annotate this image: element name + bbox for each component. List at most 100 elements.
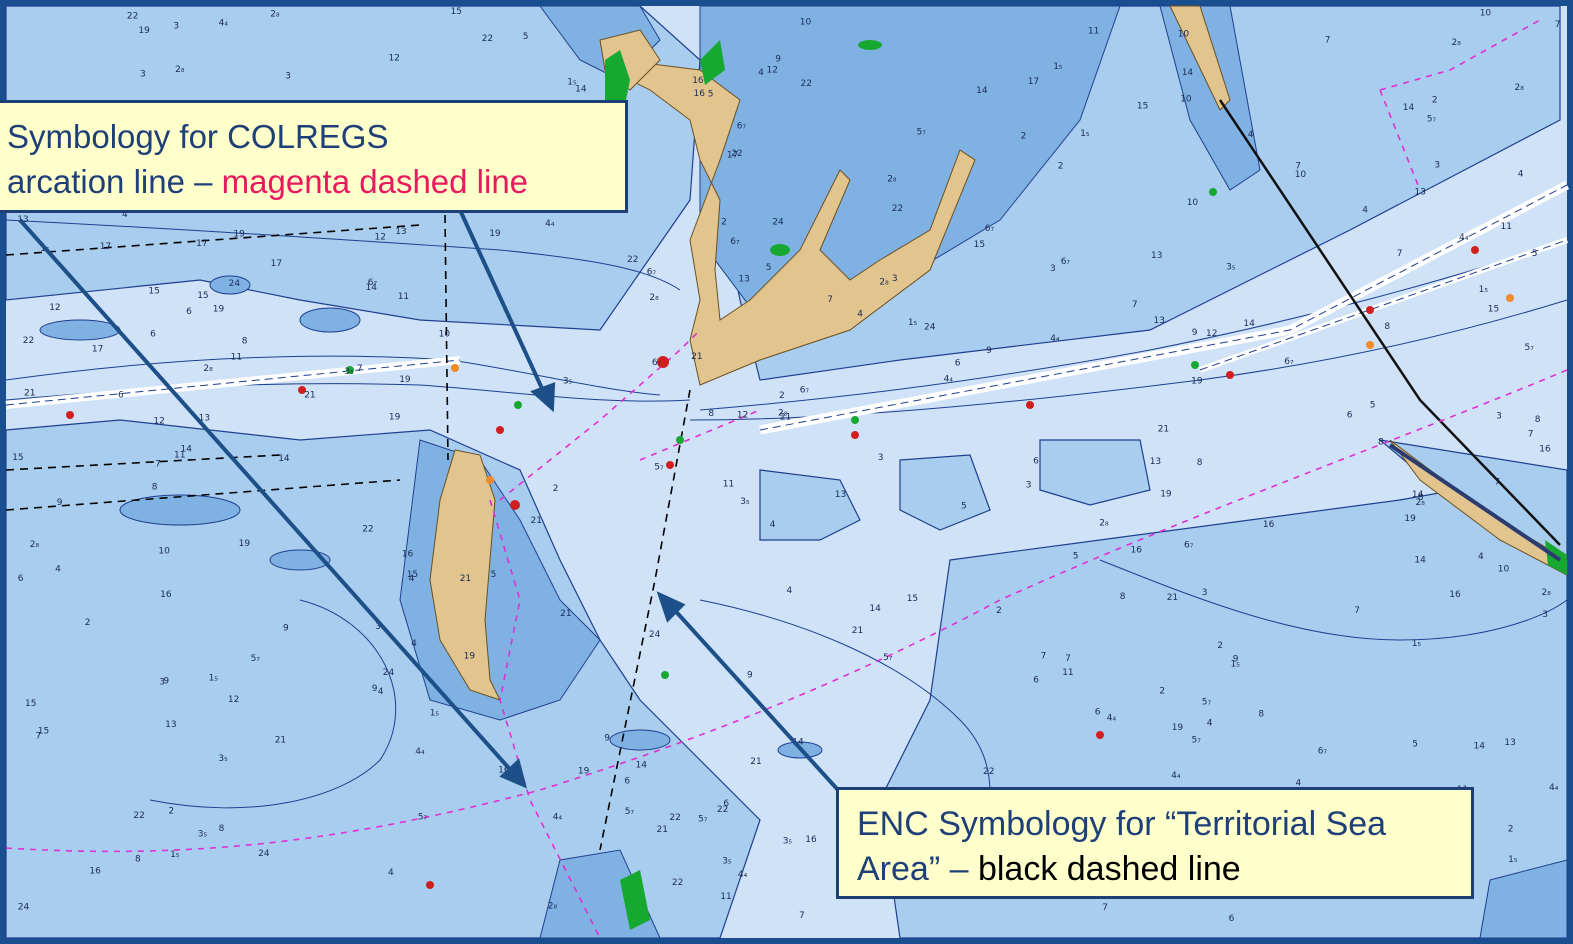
sounding: 7 (1041, 652, 1047, 662)
sounding: 5 (491, 570, 497, 580)
sounding: 13 (1154, 316, 1165, 326)
territorial-callout-line1: ENC Symbology for “Territorial Sea (857, 805, 1387, 843)
sounding: 13 (395, 227, 406, 237)
sounding: 24 (229, 279, 241, 289)
sounding: 2₈ (548, 901, 558, 911)
sounding: 10 (1295, 170, 1307, 180)
sounding: 7 (1354, 606, 1360, 616)
arrow-colregs-2 (18, 218, 517, 777)
sounding: 2₈ (778, 409, 788, 419)
sounding: 5 (1532, 249, 1538, 259)
sounding: 14 (366, 283, 378, 293)
sounding: 17 (196, 239, 207, 249)
sounding: 21 (531, 516, 542, 526)
sounding: 6 (1095, 708, 1101, 718)
sounding: 22 (482, 34, 493, 44)
sounding: 14 (1403, 103, 1415, 113)
sounding: 3 (375, 622, 381, 632)
sounding: 4₄ (738, 870, 748, 880)
sounding: 6₇ (800, 385, 810, 395)
sounding: 5₇ (251, 654, 261, 664)
sounding: 6 (1033, 676, 1039, 686)
sounding: 8 (1384, 322, 1390, 332)
sounding: 1₅ (170, 850, 180, 860)
sounding: 7 (1397, 249, 1403, 259)
sounding: 7 (1528, 430, 1534, 440)
sounding: 3₅ (344, 367, 354, 377)
sounding: 8 (1258, 709, 1264, 719)
sounding: 21 (460, 574, 471, 584)
sounding: 11 (231, 353, 242, 363)
sounding: 22 (133, 811, 144, 821)
sounding: 9 (604, 734, 610, 744)
sounding: 10 (1498, 564, 1510, 574)
sounding: 5 (1370, 400, 1376, 410)
sounding: 19 (1404, 514, 1416, 524)
sounding: 13 (835, 490, 846, 500)
sounding: 4 (758, 68, 764, 78)
sounding: 4 (1518, 170, 1524, 180)
colregs-callout-line1: Symbology for COLREGS (7, 118, 389, 155)
sounding: 21 (691, 352, 702, 362)
sounding: 3₅ (218, 754, 228, 764)
sounding: 4 (770, 520, 776, 530)
sounding: 11 (720, 892, 731, 902)
sounding: 4 (409, 574, 415, 584)
sounding: 16 (160, 590, 172, 600)
sounding: 13 (1150, 457, 1161, 467)
sounding: 19 (138, 26, 150, 36)
sounding: 8 (1197, 458, 1203, 468)
sounding: 14 (636, 761, 648, 771)
sounding: 21 (1158, 424, 1169, 434)
sounding: 12 (375, 232, 386, 242)
sounding: 14 (1412, 490, 1424, 500)
sounding: 15 (1137, 102, 1148, 112)
sounding: 4 (787, 586, 793, 596)
territorial-callout: ENC Symbology for “Territorial Sea Area”… (836, 787, 1474, 899)
sounding: 8 (152, 483, 158, 493)
sounding: 24 (18, 902, 30, 912)
sounding: 6 (955, 359, 961, 369)
sounding: 11 (1088, 27, 1099, 37)
sounding: 13 (1504, 738, 1515, 748)
sounding: 3 (1434, 161, 1440, 171)
sounding: 11 (723, 480, 734, 490)
sounding: 4 (378, 687, 384, 697)
sounding: 21 (657, 825, 668, 835)
sounding: 1₅ (908, 318, 918, 328)
sounding: 22 (892, 204, 903, 214)
sounding: 6₇ (1318, 747, 1328, 757)
sounding: 22 (627, 255, 638, 265)
sounding: 4₄ (1549, 783, 1559, 793)
sounding: 12 (767, 66, 778, 76)
sounding: 12 (49, 303, 60, 313)
sounding: 15 (38, 726, 49, 736)
sounding: 2 (1217, 641, 1223, 651)
sounding: 22 (801, 79, 812, 89)
sounding: 11 (398, 292, 409, 302)
sounding: 16 (805, 835, 817, 845)
sounding: 1₅ (1080, 129, 1090, 139)
sounding: 14 (792, 738, 804, 748)
sounding: 4 (1362, 205, 1368, 215)
sounding: 3 (159, 678, 165, 688)
sounding: 12 (153, 416, 164, 426)
sounding: 6₇ (1184, 540, 1194, 550)
sounding: 19 (389, 413, 401, 423)
sounding: 10 (1180, 95, 1192, 105)
sounding: 6 (1229, 914, 1235, 924)
sounding: 5₇ (1525, 343, 1535, 353)
sounding: 24 (772, 217, 784, 227)
sounding: 2₈ (649, 293, 659, 303)
sounding: 17 (727, 150, 738, 160)
sounding: 19 (578, 767, 590, 777)
sounding: 1₅ (567, 78, 577, 88)
sounding: 16 (498, 765, 510, 775)
sounding: 2₈ (270, 10, 280, 20)
sounding: 7 (357, 364, 363, 374)
sounding: 21 (852, 626, 863, 636)
sounding: 2₈ (887, 175, 897, 185)
sounding: 14 (181, 444, 193, 454)
